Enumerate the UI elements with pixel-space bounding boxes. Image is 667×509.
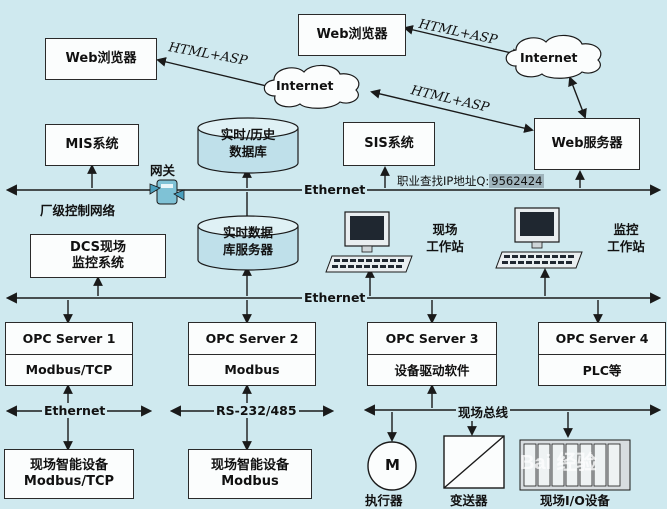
realtime-db-cylinder (197, 117, 299, 174)
smart-device-box-1: 现场智能设备 Modbus/TCP (4, 449, 134, 499)
internet-label-1: Internet (276, 78, 334, 93)
opc-server-4-name: OPC Server 4 (539, 323, 665, 355)
opc-server-3-name: OPC Server 3 (368, 323, 496, 355)
ethernet-mid-label: Ethernet (302, 290, 368, 305)
field-workstation-computer-icon (325, 211, 413, 273)
actuator-label: 执行器 (365, 493, 403, 508)
transmitter-icon (443, 435, 505, 489)
sis-label: SIS系统 (364, 135, 414, 151)
opc-server-2-box: OPC Server 2 Modbus (188, 322, 316, 386)
fieldbus-label: 现场总线 (456, 402, 511, 421)
field-workstation-line-2: 工作站 (426, 238, 464, 254)
web-browser-box-1: Web浏览器 (45, 38, 157, 80)
ethernet-low-label: Ethernet (42, 403, 108, 418)
watermark-text: Bai 经验 (520, 452, 597, 474)
field-workstation-label: 现场 工作站 (420, 222, 470, 256)
opc-server-1-protocol: Modbus/TCP (25, 362, 113, 377)
smart-device-1-line-1: 现场智能设备 (29, 457, 108, 473)
rt-db-server-label: 实时数据 库服务器 (200, 225, 296, 259)
opc-server-2-protocol: Modbus (224, 362, 280, 377)
field-io-rack-icon (519, 439, 631, 491)
smart-device-1-line-2: Modbus/TCP (23, 474, 115, 489)
rt-db-server-line-2: 库服务器 (222, 241, 273, 257)
web-server-box: Web服务器 (534, 118, 640, 170)
realtime-db-line-1: 实时/历史 (220, 127, 276, 142)
plant-network-label: 厂级控制网络 (40, 203, 116, 218)
web-browser-label-2: Web浏览器 (316, 26, 388, 42)
gateway-label: 网关 (150, 163, 176, 178)
smart-device-2-line-1: 现场智能设备 (210, 457, 289, 473)
opc-server-3-driver: 设备驱动软件 (394, 363, 470, 378)
transmitter-label: 变送器 (450, 493, 488, 508)
field-io-label: 现场I/O设备 (540, 493, 610, 508)
mis-label: MIS系统 (65, 136, 119, 152)
dcs-line-2: 监控系统 (71, 256, 124, 271)
opc-server-4-plc: PLC等 (582, 363, 622, 378)
smart-device-box-2: 现场智能设备 Modbus (188, 449, 312, 499)
gateway-icon (149, 179, 185, 205)
rt-db-server-line-1: 实时数据 (222, 225, 273, 240)
realtime-db-label: 实时/历史 数据库 (200, 127, 296, 161)
monitor-workstation-line-2: 工作站 (607, 238, 645, 254)
internet-label-2: Internet (520, 50, 578, 65)
opc-server-3-box: OPC Server 3 设备驱动软件 (367, 322, 497, 386)
opc-server-1-name: OPC Server 1 (6, 323, 132, 355)
contact-label: 职业查找IP地址Q: (397, 174, 490, 188)
ethernet-top-label: Ethernet (302, 182, 368, 197)
field-workstation-line-1: 现场 (432, 222, 458, 237)
sis-box: SIS系统 (343, 122, 435, 166)
web-server-label: Web服务器 (551, 135, 623, 151)
web-browser-label-1: Web浏览器 (65, 50, 137, 66)
opc-server-2-name: OPC Server 2 (189, 323, 315, 355)
rs232-label: RS-232/485 (214, 403, 299, 418)
smart-device-2-line-2: Modbus (221, 474, 279, 489)
dcs-box: DCS现场 监控系统 (30, 234, 166, 278)
opc-server-4-box: OPC Server 4 PLC等 (538, 322, 666, 386)
internet-cloud-1 (263, 64, 360, 109)
motor-label: M (385, 456, 400, 474)
monitor-workstation-label: 监控 工作站 (594, 222, 658, 256)
rt-db-server-cylinder (197, 215, 299, 271)
monitor-workstation-computer-icon (495, 207, 583, 269)
web-browser-box-2: Web浏览器 (298, 14, 406, 56)
dcs-line-1: DCS现场 (70, 239, 126, 255)
mis-box: MIS系统 (45, 124, 139, 166)
motor-symbol-icon (367, 441, 417, 491)
monitor-workstation-line-1: 监控 (613, 222, 639, 237)
realtime-db-line-2: 数据库 (229, 143, 267, 159)
opc-server-1-box: OPC Server 1 Modbus/TCP (5, 322, 133, 386)
contact-info: 职业查找IP地址Q:9562424 (397, 173, 545, 189)
contact-number: 9562424 (489, 174, 545, 188)
internet-cloud-2 (505, 34, 602, 79)
